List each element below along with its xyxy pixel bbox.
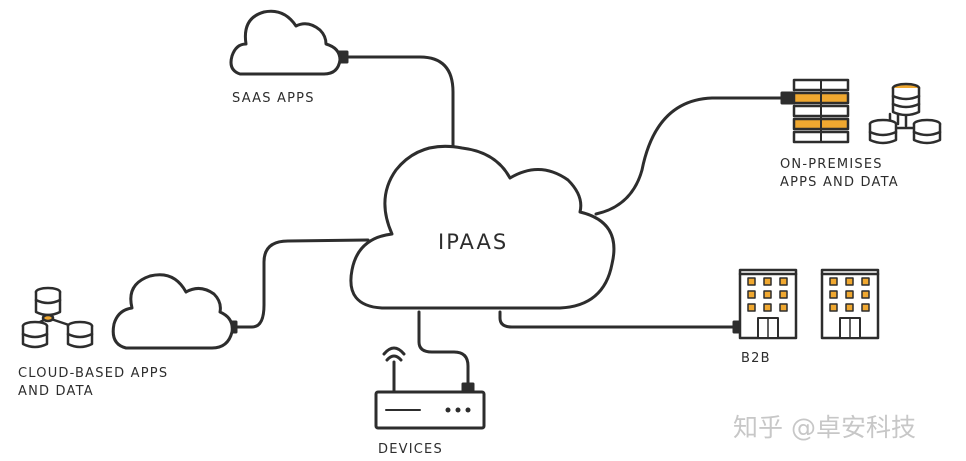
on-premises-label-line1: ON-PREMISES xyxy=(780,157,883,172)
saas-cloud-icon xyxy=(229,9,342,76)
cloud-based-label-line2: AND DATA xyxy=(18,384,94,399)
connector-b2b xyxy=(498,310,740,329)
b2b-label: B2B xyxy=(741,351,771,366)
building-icon-1 xyxy=(738,268,798,340)
building-icon-2 xyxy=(820,268,880,340)
router-icon xyxy=(374,346,486,430)
on-premises-label-line2: APPS AND DATA xyxy=(780,175,899,190)
cloud-database-icon xyxy=(21,286,94,349)
connector-cloud-data xyxy=(234,238,370,329)
connector-devices xyxy=(417,310,470,386)
watermark: 知乎 @卓安科技 xyxy=(733,413,916,442)
connector-saas xyxy=(346,55,455,152)
plug-onprem xyxy=(780,91,796,105)
cloud-based-cloud-icon xyxy=(111,273,234,350)
connector-onprem xyxy=(594,96,784,216)
ipaas-label: IPAAS xyxy=(438,230,509,254)
onprem-database-icon xyxy=(868,82,942,145)
server-rack-icon xyxy=(792,78,850,144)
cloud-based-label-line1: CLOUD-BASED APPS xyxy=(18,366,169,381)
devices-label: DEVICES xyxy=(378,442,443,457)
saas-apps-label: SAAS APPS xyxy=(232,91,315,106)
ipaas-cloud-icon xyxy=(349,144,616,310)
